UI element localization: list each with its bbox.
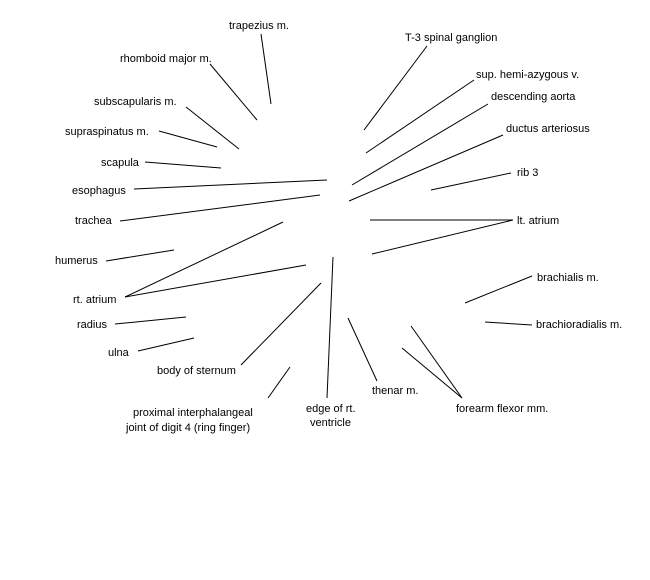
leader-humerus: [105, 249, 175, 262]
leader-brachialis: [464, 275, 533, 304]
leader-trapezius: [260, 33, 272, 105]
leader-edge-rv: [326, 256, 334, 399]
leader-ulna: [137, 337, 195, 352]
leader-rhomboid: [209, 63, 258, 121]
label-subscapularis: subscapularis m.: [94, 96, 177, 108]
label-desc-aorta: descending aorta: [491, 91, 576, 103]
leader-supraspinatus: [158, 130, 218, 148]
leader-lines: [105, 33, 533, 399]
leader-desc-aorta: [351, 103, 489, 186]
leader-trachea: [119, 194, 321, 222]
leader-rt-atrium-a: [124, 221, 284, 298]
leader-hemiazygous: [365, 79, 475, 154]
labels: trapezius m. T-3 spinal ganglion rhomboi…: [55, 20, 622, 434]
label-rt-atrium: rt. atrium: [73, 294, 116, 306]
label-trachea: trachea: [75, 215, 113, 227]
label-forearm-flexor: forearm flexor mm.: [456, 403, 548, 415]
leader-esophagus: [133, 179, 328, 190]
label-radius: radius: [77, 319, 107, 331]
leader-subscapularis: [185, 106, 240, 150]
leader-lt-atrium-b: [371, 219, 514, 255]
label-rhomboid: rhomboid major m.: [120, 53, 212, 65]
leader-ductus: [348, 134, 504, 202]
leader-forearm-flexor-b: [401, 347, 463, 399]
label-sternum: body of sternum: [157, 365, 236, 377]
leader-t3-ganglion: [363, 45, 428, 131]
leader-thenar: [347, 317, 378, 382]
label-esophagus: esophagus: [72, 185, 126, 197]
leader-sternum: [240, 282, 322, 366]
leader-forearm-flexor-a: [410, 325, 463, 399]
label-rib3: rib 3: [517, 167, 538, 179]
leader-radius: [114, 316, 187, 325]
label-hemiazygous: sup. hemi-azygous v.: [476, 69, 579, 81]
label-humerus: humerus: [55, 255, 98, 267]
leader-rt-atrium-b: [124, 264, 307, 298]
label-lt-atrium: lt. atrium: [517, 215, 559, 227]
label-trapezius: trapezius m.: [229, 20, 289, 32]
label-ductus: ductus arteriosus: [506, 123, 590, 135]
label-ulna: ulna: [108, 347, 130, 359]
label-thenar: thenar m.: [372, 385, 418, 397]
label-t3-ganglion: T-3 spinal ganglion: [405, 32, 497, 44]
label-pip-joint-line1: proximal interphalangeal: [133, 407, 253, 419]
label-brachioradialis: brachioradialis m.: [536, 319, 622, 331]
leader-rib3: [430, 172, 512, 191]
label-supraspinatus: supraspinatus m.: [65, 126, 149, 138]
label-edge-rv-line1: edge of rt.: [306, 403, 356, 415]
leader-pip-joint: [267, 366, 291, 399]
label-edge-rv-line2: ventricle: [310, 417, 351, 429]
label-scapula: scapula: [101, 157, 140, 169]
leader-brachioradialis: [484, 321, 533, 326]
label-pip-joint-line2: joint of digit 4 (ring finger): [125, 422, 250, 434]
leader-scapula: [144, 161, 222, 169]
label-brachialis: brachialis m.: [537, 272, 599, 284]
